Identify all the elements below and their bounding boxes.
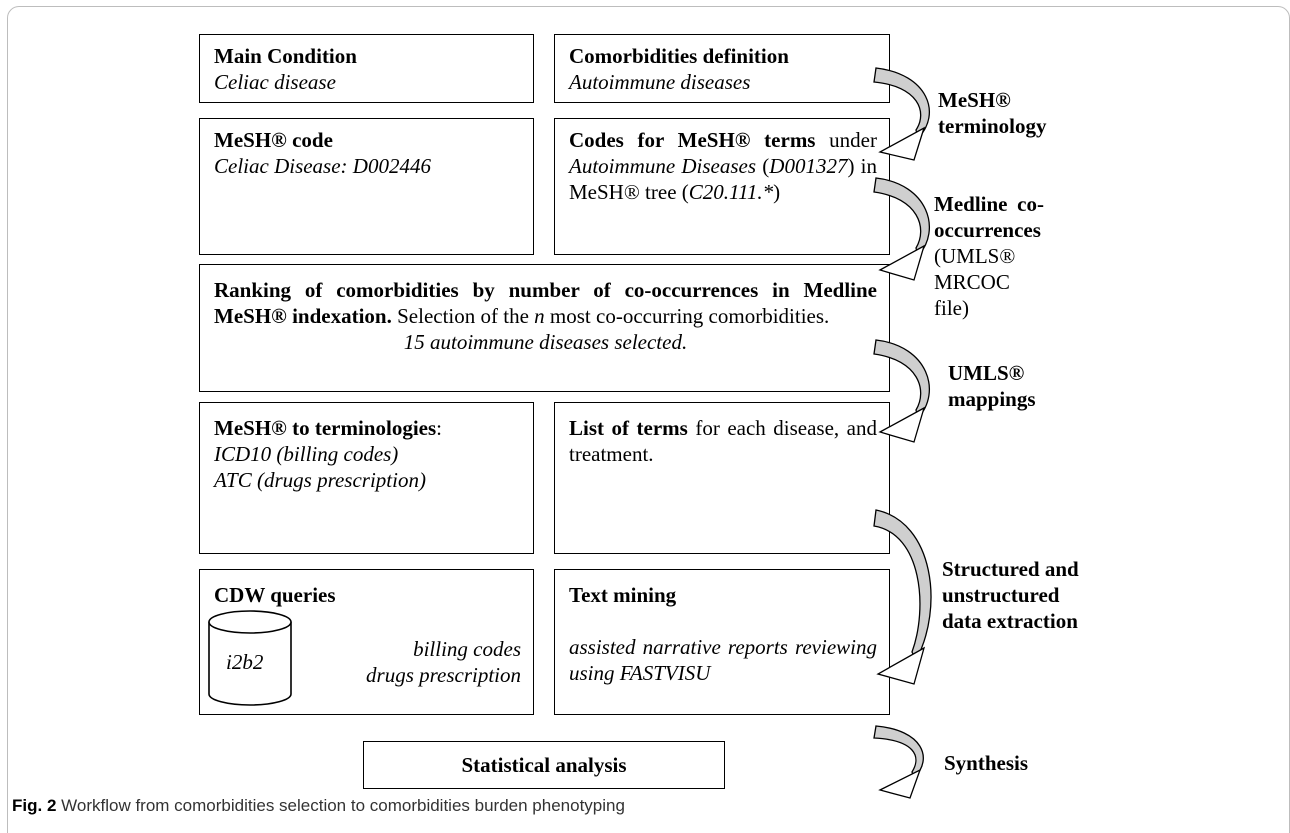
codes-for-mesh-terms-title: Codes for MeSH® terms [569, 128, 816, 152]
codes-for-mesh-terms-box: Codes for MeSH® terms under Autoimmune D… [554, 118, 890, 255]
icd10-line: ICD10 (billing codes) [214, 442, 399, 466]
step2-line4: MRCOC file) [934, 270, 1010, 320]
list-of-terms-text: for each disease, and treatment. [569, 416, 877, 466]
step4-line2: unstructured [942, 583, 1060, 607]
ranking-n: n [534, 304, 545, 328]
statistical-analysis-title: Statistical analysis [461, 753, 627, 777]
step2-line3: (UMLS® [934, 244, 1016, 268]
main-condition-box: Main Condition Celiac disease [199, 34, 534, 103]
step3-line2: mappings [948, 387, 1036, 411]
step-label-synthesis: Synthesis [944, 750, 1028, 776]
text-mining-text: assisted narrative reports reviewing usi… [569, 635, 877, 685]
curved-arrow-5-icon [873, 725, 924, 799]
caption-fig-number: Fig. 2 [12, 796, 57, 815]
codes-under-text: under [829, 128, 877, 152]
mesh-code-value: Celiac Disease: D002446 [214, 154, 431, 178]
figure-caption: Fig. 2 Workflow from comorbidities selec… [12, 796, 625, 816]
codes-tree-code: C20.111.* [688, 180, 774, 204]
curved-arrow-2-icon [873, 177, 930, 281]
drugs-prescription-line: drugs prescription [366, 663, 521, 687]
mesh-terminologies-title: MeSH® to terminologies [214, 416, 437, 440]
comorbidities-definition-box: Comorbidities definition Autoimmune dise… [554, 34, 890, 103]
ranking-title: Ranking of comorbidities by number of co… [214, 278, 877, 328]
step3-line1: UMLS® [948, 361, 1025, 385]
step-label-data-extraction: Structured and unstructured data extract… [942, 556, 1079, 634]
step4-line1: Structured and [942, 557, 1079, 581]
codes-in-tree-text: ) in MeSH® tree ( [569, 154, 878, 204]
ranking-selection-rest: most co-occurring comorbidities. [549, 304, 830, 328]
step2-line1: Medline co- [934, 192, 1044, 216]
codes-paren-open: ( [762, 154, 770, 178]
ranking-selection-text: Selection of the [397, 304, 529, 328]
step-label-medline: Medline co- occurrences (UMLS® MRCOC fil… [934, 191, 1044, 321]
text-mining-title: Text mining [569, 583, 677, 607]
step5-line1: Synthesis [944, 751, 1029, 775]
mesh-code-title: MeSH® code [214, 128, 333, 152]
step-label-mesh-terminology: MeSH® terminology [938, 87, 1046, 139]
codes-d001327: D001327 [769, 154, 848, 178]
main-condition-title: Main Condition [214, 44, 357, 68]
step4-line3: data extraction [942, 609, 1078, 633]
list-of-terms-box: List of terms for each disease, and trea… [554, 402, 890, 554]
ranking-box: Ranking of comorbidities by number of co… [199, 264, 890, 392]
comorbidities-definition-value: Autoimmune diseases [569, 70, 751, 94]
step2-line2: occurrences [934, 218, 1041, 242]
mesh-to-terminologies-box: MeSH® to terminologies: ICD10 (billing c… [199, 402, 534, 554]
atc-line: ATC (drugs prescription) [214, 468, 426, 492]
main-condition-value: Celiac disease [214, 70, 336, 94]
i2b2-label: i2b2 [226, 650, 264, 674]
cdw-queries-title: CDW queries [214, 583, 336, 607]
billing-codes-line: billing codes [413, 637, 521, 661]
curved-arrow-3-icon [873, 339, 930, 443]
comorbidities-definition-title: Comorbidities definition [569, 44, 789, 68]
step-label-umls-mappings: UMLS® mappings [948, 360, 1036, 412]
mesh-code-box: MeSH® code Celiac Disease: D002446 [199, 118, 534, 255]
step1-line2: terminology [938, 114, 1047, 138]
codes-paren-close: ) [773, 180, 781, 204]
text-mining-box: Text mining assisted narrative reports r… [554, 569, 890, 715]
mesh-terminologies-colon: : [436, 416, 442, 440]
database-cylinder-icon [208, 610, 292, 706]
step1-line1: MeSH® [938, 88, 1011, 112]
codes-autoimmune-text: Autoimmune Diseases [569, 154, 757, 178]
caption-text: Workflow from comorbidities selection to… [61, 796, 625, 815]
curved-arrow-1-icon [873, 67, 930, 161]
curved-arrow-4-icon [873, 509, 932, 685]
statistical-analysis-box: Statistical analysis [363, 741, 725, 789]
list-of-terms-title: List of terms [569, 416, 688, 440]
ranking-selected: 15 autoimmune diseases selected. [403, 330, 688, 354]
